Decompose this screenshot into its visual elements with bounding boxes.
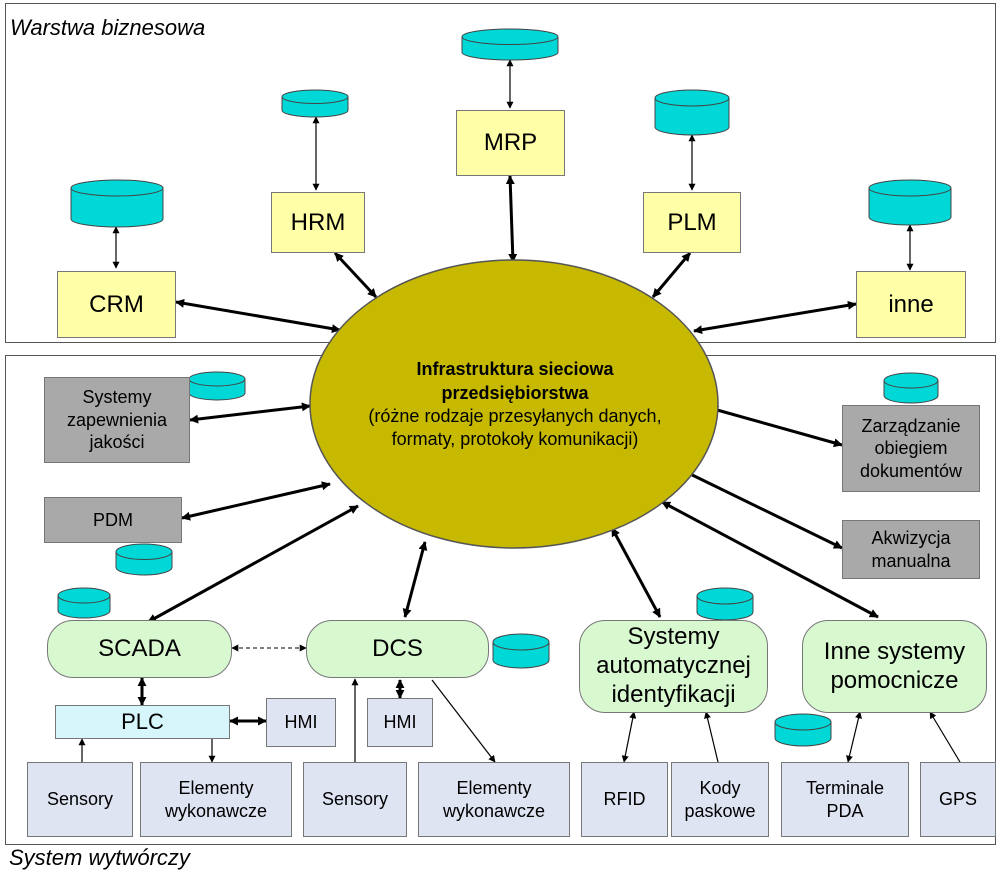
- database-icon-quality: [188, 371, 246, 401]
- link-autoid-network: [610, 527, 662, 618]
- link-plm-network: [651, 252, 692, 298]
- database-icon-documents: [883, 372, 939, 404]
- database-icon-hrm: [281, 89, 349, 118]
- link-aux-network: [661, 500, 879, 619]
- database-icon-scada: [57, 587, 111, 619]
- network-title-line2: przedsiębiorstwa: [441, 382, 589, 403]
- network-ellipse-shape: [309, 259, 719, 549]
- manual-acquisition-box[interactable]: Akwizycja manualna: [842, 520, 980, 579]
- plm-box[interactable]: PLM: [643, 192, 741, 253]
- rfid-box[interactable]: RFID: [581, 762, 668, 837]
- database-icon-mrp: [461, 28, 559, 61]
- barcodes-box[interactable]: Kody paskowe: [671, 762, 769, 837]
- crm-box[interactable]: CRM: [57, 271, 176, 338]
- network-desc-line2: formaty, protokoły komunikacji): [391, 429, 639, 450]
- dcs-box[interactable]: DCS: [306, 620, 489, 678]
- actuators-box-2[interactable]: Elementy wykonawcze: [418, 762, 570, 837]
- auxiliary-systems-box[interactable]: Inne systemy pomocnicze: [802, 620, 987, 713]
- link-pda-aux: [846, 711, 862, 763]
- inne-box[interactable]: inne: [856, 271, 966, 338]
- link-dcs-network: [402, 541, 428, 618]
- link-hrm-network: [333, 251, 378, 299]
- link-kody-autoid: [704, 711, 719, 763]
- hrm-box[interactable]: HRM: [271, 192, 365, 253]
- automatic-identification-box[interactable]: Systemy automatycznej identyfikacji: [579, 620, 768, 713]
- sensory-box-1[interactable]: Sensory: [27, 762, 133, 837]
- database-icon-dcs: [492, 633, 550, 669]
- link-crm-network: [175, 298, 341, 334]
- link-rfid-autoid: [621, 711, 637, 763]
- hmi-box-1[interactable]: HMI: [266, 698, 336, 747]
- link-quality-network: [189, 402, 311, 424]
- link-gps-aux: [929, 711, 961, 763]
- link-documents-network: [709, 405, 843, 448]
- scada-box[interactable]: SCADA: [47, 620, 232, 678]
- pda-terminals-box[interactable]: Terminale PDA: [781, 762, 909, 837]
- network-desc-line1: (różne rodzaje przesyłanych danych,: [368, 406, 662, 426]
- document-management-box[interactable]: Zarządzanie obiegiem dokumentów: [842, 405, 980, 492]
- database-icon-crm: [70, 179, 164, 228]
- pdm-box[interactable]: PDM: [44, 497, 182, 543]
- hmi-box-2[interactable]: HMI: [367, 698, 433, 747]
- database-icon-pdm: [115, 543, 173, 576]
- quality-systems-box[interactable]: Systemy zapewnienia jakości: [44, 377, 190, 463]
- database-icon-plm: [654, 89, 730, 136]
- database-icon-pda: [774, 713, 832, 747]
- link-scada-network: [147, 504, 359, 624]
- network-title-line1: Infrastruktura sieciowa: [416, 359, 614, 380]
- gps-box[interactable]: GPS: [920, 762, 996, 837]
- link-inne-network: [693, 300, 857, 335]
- link-mrp-network: [505, 175, 518, 263]
- database-icon-inne: [868, 179, 952, 226]
- plc-box[interactable]: PLC: [55, 705, 230, 739]
- sensory-box-2[interactable]: Sensory: [303, 762, 407, 837]
- network-infrastructure: Infrastruktura sieciowa przedsiębiorstwa…: [320, 345, 710, 465]
- mrp-box[interactable]: MRP: [456, 110, 565, 176]
- link-dcs-elementy2: [431, 679, 496, 763]
- production-layer-label: System wytwórczy: [9, 845, 190, 870]
- actuators-box-1[interactable]: Elementy wykonawcze: [140, 762, 292, 837]
- business-layer-label: Warstwa biznesowa: [10, 15, 206, 40]
- database-icon-autoid: [696, 587, 754, 621]
